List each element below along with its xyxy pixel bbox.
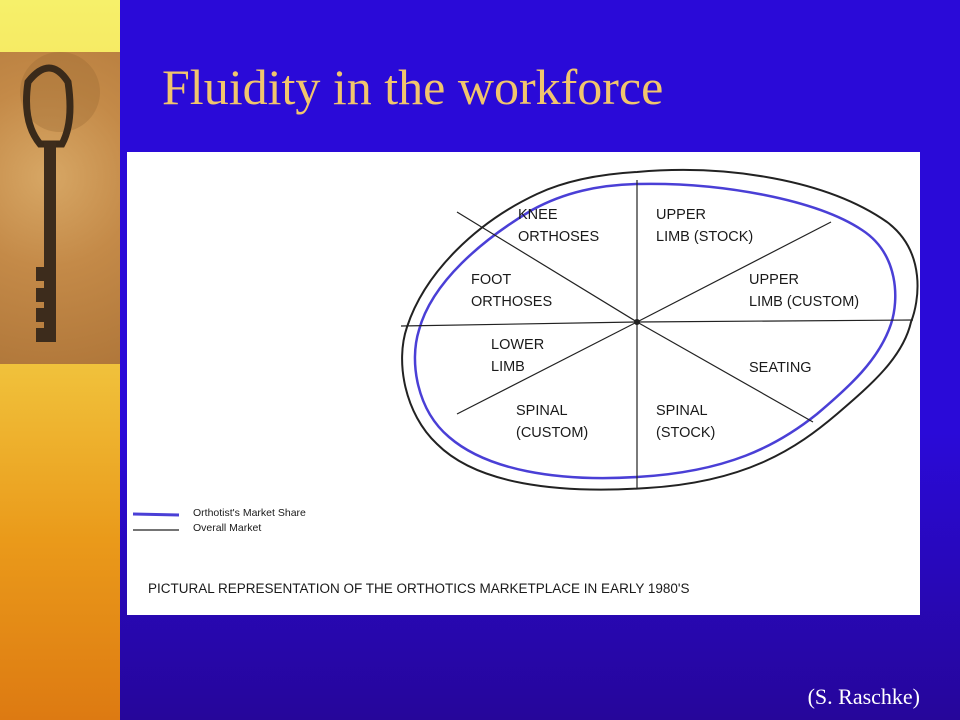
market-diagram-figure: KNEE ORTHOSES UPPER LIMB (STOCK) UPPER L…: [127, 152, 920, 615]
segment-label-knee-1: KNEE: [518, 207, 558, 223]
slide-title: Fluidity in the workforce: [162, 59, 664, 115]
segment-label-lower-limb-1: LOWER: [491, 337, 544, 353]
figure-caption: PICTURAL REPRESENTATION OF THE ORTHOTICS…: [148, 581, 689, 596]
segment-label-spinal-custom-1: SPINAL: [516, 403, 568, 419]
segment-label-spinal-stock-1: SPINAL: [656, 403, 708, 419]
legend-label-market-share: Orthotist's Market Share: [193, 507, 306, 519]
segment-label-spinal-stock-2: (STOCK): [656, 425, 715, 441]
segment-dividers: [400, 180, 914, 488]
segment-label-seating: SEATING: [749, 360, 812, 376]
segment-label-lower-limb-2: LIMB: [491, 359, 525, 375]
overall-market-outline: [401, 169, 919, 491]
center-point: [634, 319, 640, 325]
segment-label-knee-2: ORTHOSES: [518, 229, 599, 245]
segment-label-foot-2: ORTHOSES: [471, 294, 552, 310]
slide-credit: (S. Raschke): [807, 684, 920, 709]
legend-label-overall-market: Overall Market: [193, 522, 261, 534]
segment-label-upper-stock-1: UPPER: [656, 207, 706, 223]
key-image: [0, 52, 120, 364]
segment-label-upper-custom-2: LIMB (CUSTOM): [749, 294, 859, 310]
market-diagram-svg: KNEE ORTHOSES UPPER LIMB (STOCK) UPPER L…: [132, 169, 919, 596]
legend-swatch-market-share: [132, 512, 180, 517]
segment-label-spinal-custom-2: (CUSTOM): [516, 425, 588, 441]
segment-label-upper-custom-1: UPPER: [749, 272, 799, 288]
segment-label-upper-stock-2: LIMB (STOCK): [656, 229, 753, 245]
segment-label-foot-1: FOOT: [471, 272, 511, 288]
